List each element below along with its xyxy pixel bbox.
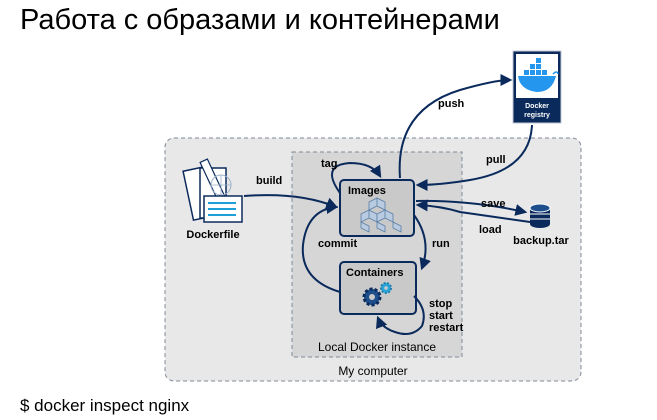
docker-whale-icon bbox=[518, 58, 559, 92]
dockerfile: Dockerfile bbox=[182, 158, 243, 241]
command-footer: $ docker inspect nginx bbox=[20, 396, 190, 415]
restart-label: restart bbox=[429, 322, 464, 334]
build-label: build bbox=[256, 175, 282, 187]
push-label: push bbox=[438, 98, 465, 110]
image-layers-icon bbox=[360, 197, 402, 233]
arrow-push: push bbox=[398, 74, 513, 179]
containers-label: Containers bbox=[346, 267, 403, 279]
slide-title: Работа с образами и контейнерами bbox=[20, 4, 500, 36]
dockerfile-label: Dockerfile bbox=[186, 229, 239, 241]
backup-label: backup.tar bbox=[513, 235, 569, 247]
registry-label-line2: registry bbox=[524, 112, 550, 119]
gears-icon bbox=[362, 282, 392, 307]
my-computer-label: My computer bbox=[338, 364, 407, 378]
start-label: start bbox=[429, 310, 453, 322]
arrow-pull: pull bbox=[415, 124, 533, 191]
arrow-load: load bbox=[415, 199, 531, 236]
pull-label: pull bbox=[486, 154, 506, 166]
commit-label: commit bbox=[318, 238, 357, 250]
blueprint-icon bbox=[182, 158, 243, 223]
load-label: load bbox=[479, 224, 502, 236]
local-docker-instance-label: Local Docker instance bbox=[318, 340, 436, 354]
images-label: Images bbox=[348, 185, 386, 197]
backup-tar: backup.tar bbox=[513, 203, 570, 247]
containers-box: Containers bbox=[339, 261, 417, 315]
stop-label: stop bbox=[429, 298, 453, 310]
database-icon bbox=[529, 203, 551, 228]
arrow-tag: tag bbox=[321, 158, 382, 194]
images-box: Images bbox=[339, 179, 415, 237]
save-label: save bbox=[481, 198, 505, 210]
arrow-commit: commit bbox=[301, 202, 357, 293]
run-label: run bbox=[432, 238, 450, 250]
arrow-stop-start-restart: stop start restart bbox=[375, 295, 464, 335]
registry-label-line1: Docker bbox=[525, 103, 549, 110]
docker-registry: Docker registry bbox=[512, 50, 562, 124]
arrow-run: run bbox=[413, 214, 450, 271]
tag-label: tag bbox=[321, 158, 338, 170]
